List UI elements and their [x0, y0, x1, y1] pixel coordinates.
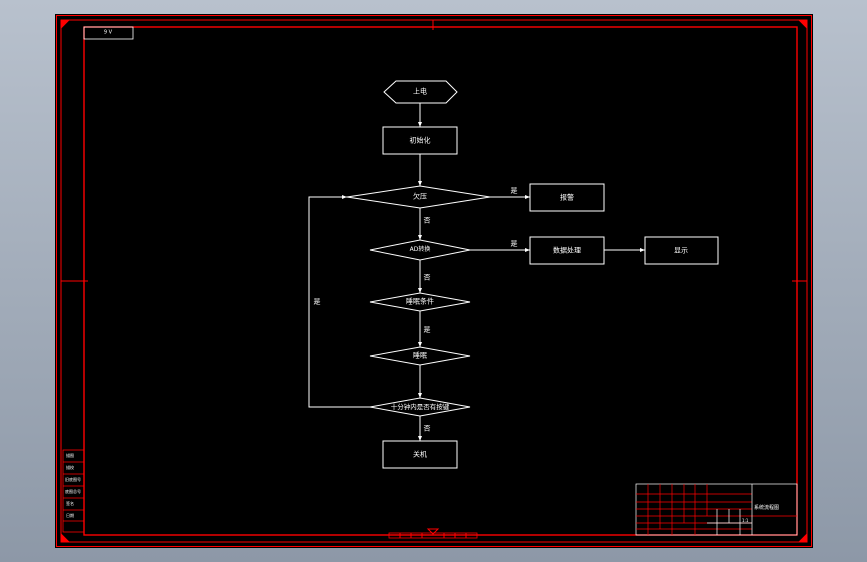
node-q1-label: 欠压	[413, 192, 427, 201]
node-init-label: 初始化	[409, 136, 431, 145]
side-label: 签名	[66, 501, 74, 506]
node-sleep-label: 睡眠	[413, 351, 427, 360]
title-block-scale: 1:1	[742, 518, 749, 523]
side-label: 旧底图号	[65, 477, 81, 482]
node-process-label: 数据处理	[553, 246, 581, 255]
node-sleep-shape	[369, 346, 471, 366]
node-q4-label: 十分钟内是否有按键	[390, 402, 450, 411]
edge-label-no: 否	[423, 216, 431, 225]
node-q2-label: AD转换	[409, 246, 431, 253]
side-label: 描图	[66, 453, 74, 458]
edge-label-yes: 是	[423, 325, 431, 334]
node-q4-shape	[369, 397, 471, 417]
edge-q4-loop	[308, 196, 370, 408]
node-off-label: 关机	[413, 450, 427, 459]
side-label: 日期	[66, 513, 74, 518]
corner-tag: 9 V	[103, 29, 113, 36]
edge-label-no: 否	[423, 273, 431, 282]
drawing-frame	[56, 15, 812, 547]
title-block	[635, 483, 798, 536]
node-q3-shape	[369, 292, 471, 312]
flowchart-svg	[56, 15, 812, 547]
node-display-label: 显示	[674, 246, 688, 255]
edge-label-no: 否	[423, 424, 431, 433]
edge-label-yes: 是	[510, 239, 518, 248]
drawing-sheet: 9 V 上电 初始化 欠压 报警 AD转换 数据处理 显示 睡眠条件 睡眠 十分…	[55, 14, 813, 548]
title-block-title: 系统流程图	[754, 505, 780, 511]
side-table	[62, 449, 85, 533]
edge-label-yes: 是	[510, 186, 518, 195]
side-label: 描校	[66, 465, 74, 470]
corner-tag-box	[83, 26, 134, 40]
side-label: 底图总号	[65, 489, 81, 494]
node-start-label: 上电	[413, 87, 427, 96]
node-start-shape	[383, 80, 458, 104]
edge-label-yes: 是	[313, 297, 321, 306]
arrowheads	[342, 122, 645, 441]
flowchart	[308, 80, 719, 469]
node-alarm-label: 报警	[560, 193, 574, 202]
node-q3-label: 睡眠条件	[406, 297, 434, 306]
